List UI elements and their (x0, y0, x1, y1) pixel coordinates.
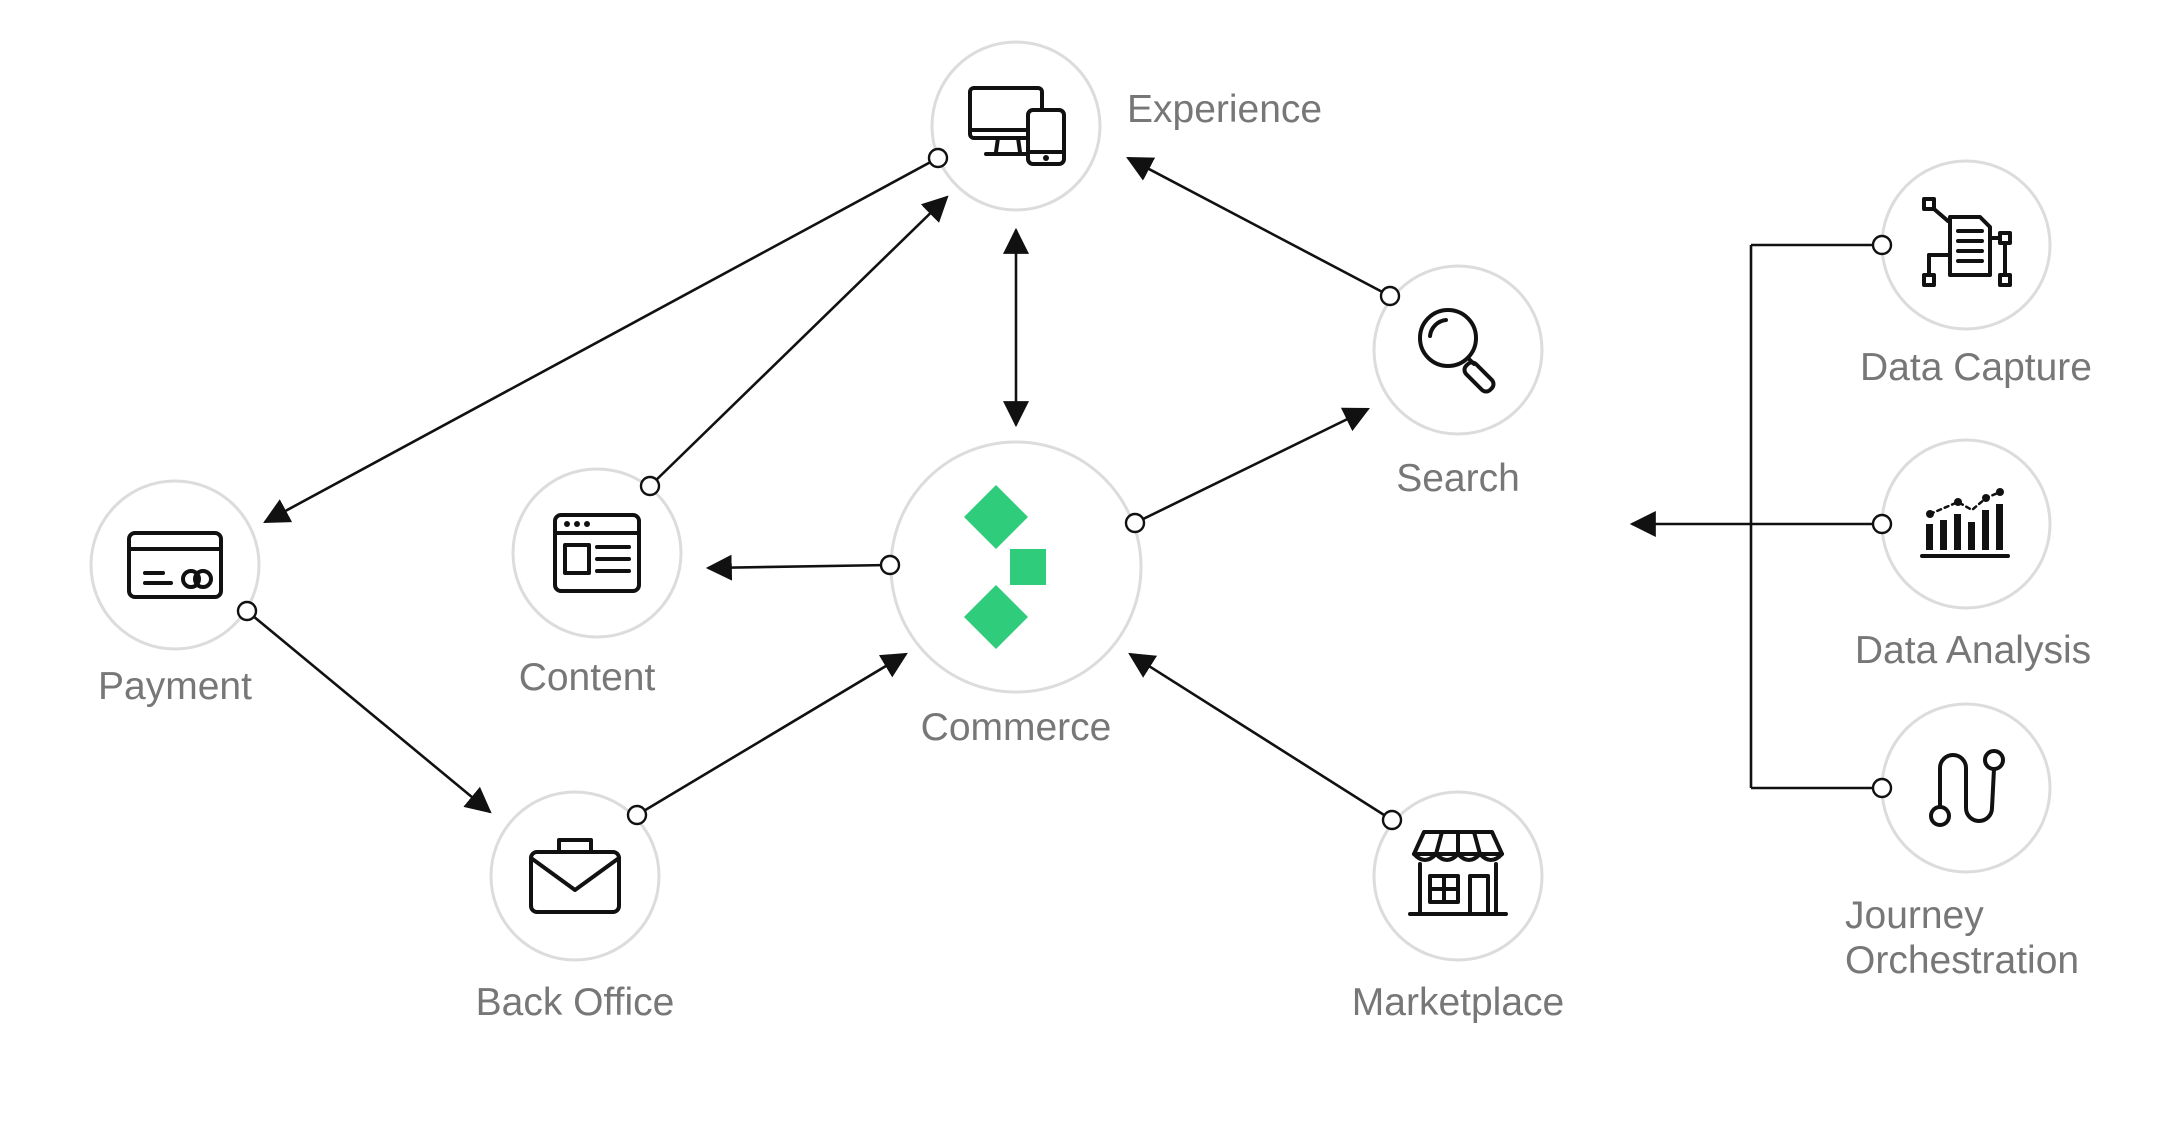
content-label: Content (518, 656, 656, 699)
edges (246, 156, 1882, 822)
storefront-icon (1408, 830, 1508, 916)
port-journey (1871, 777, 1893, 799)
payment-node (89, 479, 261, 651)
bar-chart-icon (1920, 488, 2010, 558)
brand-logo (964, 485, 1046, 649)
browser-window-icon (553, 513, 641, 593)
search-label: Search (1396, 457, 1520, 500)
port-data-capture (1871, 234, 1893, 256)
edge-marketplace-commerce (1128, 652, 1393, 822)
port-content (639, 475, 661, 497)
marketplace-label: Marketplace (1351, 981, 1565, 1024)
experience-label: Experience (1127, 88, 1323, 131)
edge-back-office-commerce (636, 652, 908, 817)
ports (236, 147, 1893, 831)
port-marketplace (1381, 809, 1403, 831)
port-commerce-right (1124, 512, 1146, 534)
port-payment (236, 600, 258, 622)
back-office-node (489, 790, 661, 962)
journey-orchestration-label-line2: Orchestration (1845, 939, 2080, 982)
briefcase-icon (529, 838, 621, 914)
document-flow-icon (1922, 197, 2012, 287)
commerce-label: Commerce (920, 706, 1112, 749)
port-data-analysis (1871, 513, 1893, 535)
search-node (1372, 264, 1544, 436)
content-node (511, 467, 683, 639)
port-search (1379, 285, 1401, 307)
journey-orchestration-label-line1: Journey (1845, 894, 1984, 937)
data-analysis-node (1880, 438, 2052, 610)
edge-content-experience (649, 195, 949, 487)
back-office-label: Back Office (475, 981, 675, 1024)
experience-node (930, 40, 1102, 212)
data-capture-node (1880, 159, 2052, 331)
edge-commerce-content (705, 554, 891, 581)
magnifier-icon (1418, 308, 1496, 394)
port-experience-left (927, 147, 949, 169)
payment-label: Payment (98, 665, 252, 708)
edge-experience-payment (263, 156, 939, 524)
edge-payment-back-office (246, 609, 492, 814)
port-commerce-left (879, 554, 901, 576)
credit-card-icon (127, 531, 223, 599)
data-capture-label: Data Capture (1860, 346, 2092, 389)
edge-search-experience (1126, 156, 1391, 298)
devices-icon (968, 86, 1066, 166)
edge-commerce-search (1134, 407, 1370, 525)
path-icon (1929, 749, 2005, 827)
port-back-office (626, 804, 648, 826)
data-analysis-label: Data Analysis (1854, 629, 2092, 672)
